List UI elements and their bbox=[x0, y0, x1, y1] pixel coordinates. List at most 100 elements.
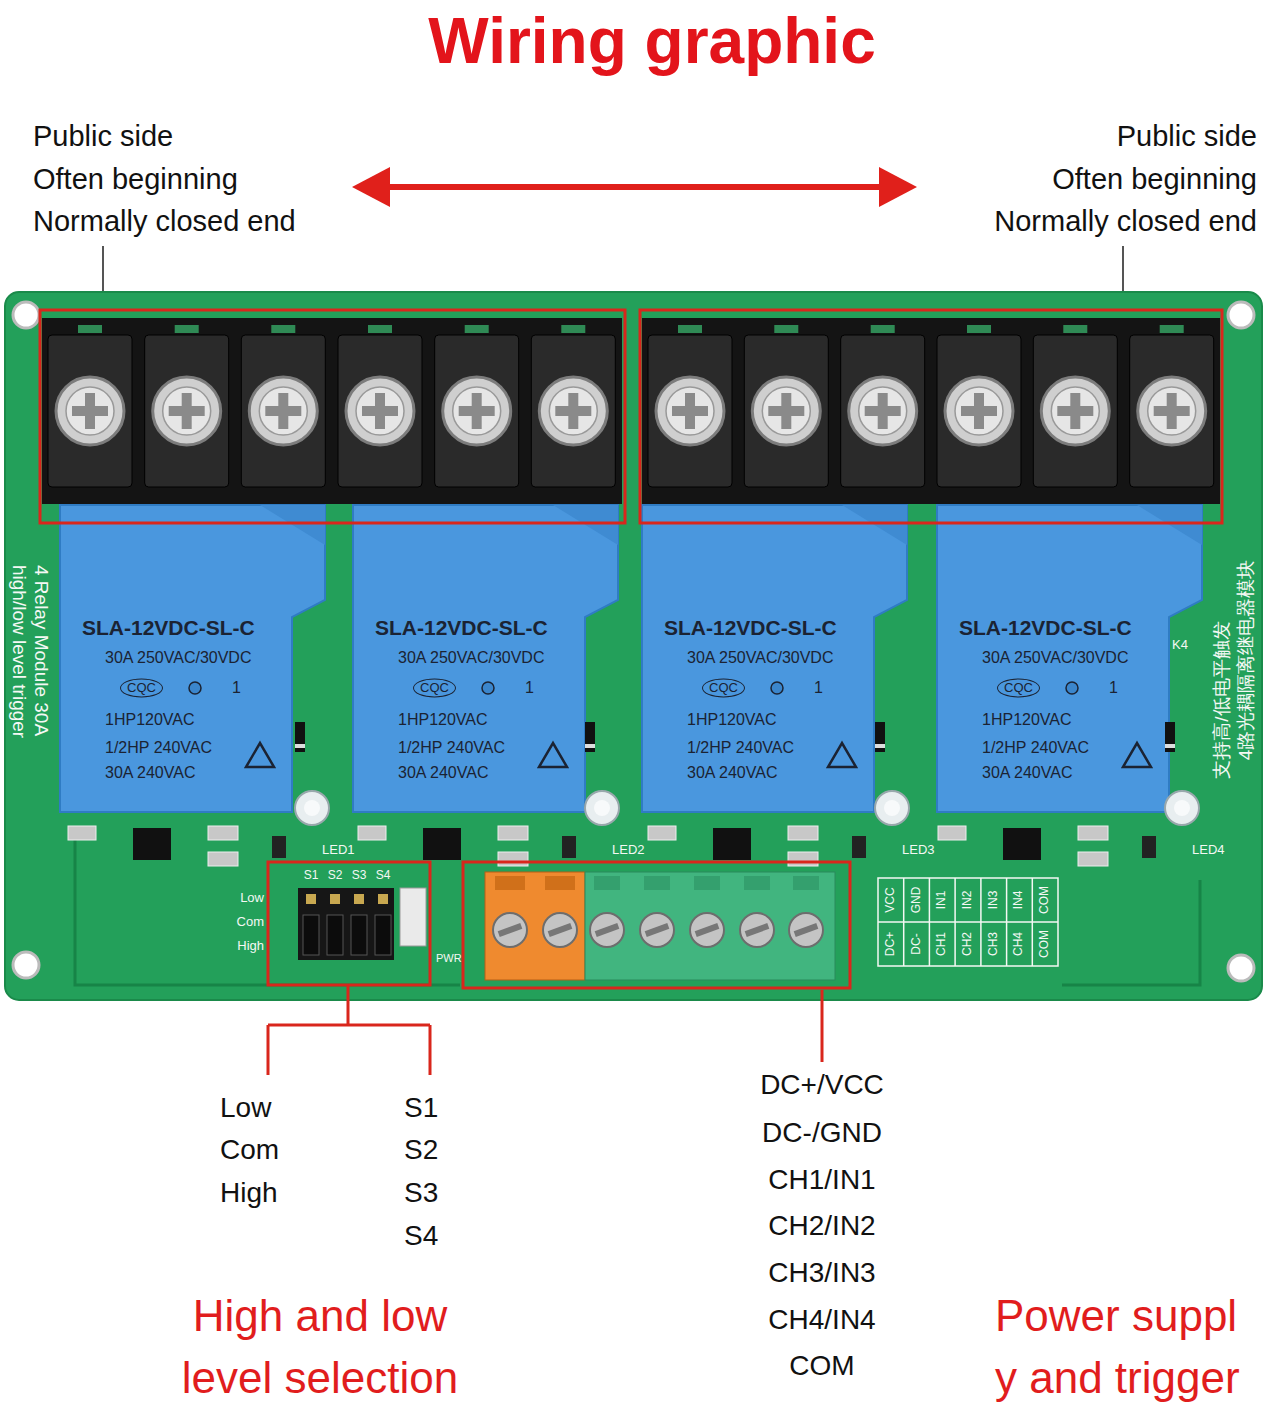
channel-parts bbox=[68, 722, 329, 866]
pin-table-cell: IN3 bbox=[987, 891, 1001, 910]
jumper-name: S3 bbox=[404, 1177, 438, 1209]
pin-table-cell: IN1 bbox=[935, 891, 949, 910]
relay-model: SLA-12VDC-SL-C bbox=[82, 616, 255, 640]
channel-parts bbox=[648, 722, 909, 866]
pin-table-cell: CH4 bbox=[1013, 932, 1027, 956]
relay: SLA-12VDC-SL-C30A 250VAC/30VDCCQC11HP120… bbox=[353, 505, 618, 812]
terminal-cell bbox=[1130, 325, 1214, 487]
pin-name: DC+/VCC bbox=[760, 1069, 884, 1101]
jumper-name: S1 bbox=[404, 1092, 438, 1124]
jumper-header bbox=[298, 888, 394, 960]
mark-number: 1 bbox=[525, 679, 534, 697]
arrow-head bbox=[352, 167, 390, 207]
terminal-block bbox=[642, 318, 1220, 504]
terminal-cell bbox=[648, 325, 732, 487]
jumper-cap bbox=[303, 915, 319, 955]
jumper-label: S2 bbox=[328, 869, 343, 883]
relay-id: K4 bbox=[1172, 638, 1188, 653]
jumper-cap bbox=[327, 915, 343, 955]
level-label: Com bbox=[237, 915, 264, 930]
trigger-note: 支持高/低电平触发 bbox=[1211, 621, 1233, 778]
terminal-cell bbox=[1033, 325, 1117, 487]
callout-text: Public side bbox=[33, 120, 173, 153]
terminal-tab bbox=[594, 876, 620, 890]
callout-text: Normally closed end bbox=[994, 205, 1257, 238]
relay-body bbox=[642, 505, 907, 812]
header-pin bbox=[330, 894, 340, 904]
pin-table-cell: IN2 bbox=[961, 891, 975, 910]
relay-body bbox=[60, 505, 325, 812]
callout-text: Normally closed end bbox=[33, 205, 296, 238]
relay-rating: 30A 250VAC/30VDC bbox=[105, 649, 251, 667]
callout-box bbox=[640, 310, 1222, 523]
pin-table-cell: DC+ bbox=[884, 932, 898, 956]
relay-rating: 1HP120VAC bbox=[687, 711, 777, 729]
jumper-label: S4 bbox=[376, 869, 391, 883]
terminal-block bbox=[42, 318, 622, 504]
pin-table-grid bbox=[878, 878, 1058, 966]
mark-number: 1 bbox=[232, 679, 241, 697]
small-screw bbox=[789, 913, 823, 947]
relay-rating: 1HP120VAC bbox=[982, 711, 1072, 729]
pin-table-cell: CH2 bbox=[961, 932, 975, 956]
small-screw bbox=[640, 913, 674, 947]
led-label: LED3 bbox=[902, 843, 935, 858]
cert-mark: CQC bbox=[120, 679, 163, 698]
jumper-cap bbox=[375, 915, 391, 955]
terminal-cell bbox=[841, 325, 925, 487]
relay-rating: 1HP120VAC bbox=[398, 711, 488, 729]
arrow-head bbox=[879, 167, 917, 207]
pcb-trace bbox=[1062, 880, 1200, 985]
power-led-label: PWR bbox=[436, 952, 462, 965]
mounting-hole bbox=[13, 952, 39, 978]
pin-name: CH4/IN4 bbox=[768, 1304, 875, 1336]
relay-rating: 30A 240VAC bbox=[687, 764, 777, 782]
power-led bbox=[400, 888, 426, 946]
relay: SLA-12VDC-SL-C30A 250VAC/30VDCCQC11HP120… bbox=[937, 505, 1202, 812]
pcb-trace bbox=[75, 830, 460, 985]
relay-model: SLA-12VDC-SL-C bbox=[664, 616, 837, 640]
pin-table-cell: COM bbox=[1038, 930, 1052, 958]
terminal-tab bbox=[644, 876, 670, 890]
double-arrow bbox=[385, 184, 884, 190]
terminal-tab bbox=[694, 876, 720, 890]
terminal-tab bbox=[545, 876, 575, 890]
terminal-cell bbox=[937, 325, 1021, 487]
pin-name: CH3/IN3 bbox=[768, 1257, 875, 1289]
relay-model: SLA-12VDC-SL-C bbox=[959, 616, 1132, 640]
relay-rating: 30A 250VAC/30VDC bbox=[398, 649, 544, 667]
jumper-cap bbox=[351, 915, 367, 955]
small-screw bbox=[690, 913, 724, 947]
relay-rating: 1/2HP 240VAC bbox=[105, 739, 212, 757]
level-label: Low bbox=[240, 891, 264, 906]
relay-body bbox=[353, 505, 618, 812]
terminal-tab bbox=[495, 876, 525, 890]
relay-rating: 30A 240VAC bbox=[982, 764, 1072, 782]
jumper-label: S3 bbox=[352, 869, 367, 883]
relay-rating: 1/2HP 240VAC bbox=[687, 739, 794, 757]
level-name: Low bbox=[220, 1092, 271, 1124]
header-pin bbox=[354, 894, 364, 904]
led-label: LED4 bbox=[1192, 843, 1225, 858]
mark-number: 1 bbox=[1109, 679, 1118, 697]
callout-box bbox=[463, 862, 850, 988]
mounting-hole bbox=[13, 302, 39, 328]
pin-name: COM bbox=[789, 1350, 854, 1382]
led-label: LED1 bbox=[322, 843, 355, 858]
small-screw bbox=[493, 913, 527, 947]
leader-bracket bbox=[268, 986, 430, 1075]
section-caption: High and low level selection bbox=[150, 1285, 490, 1409]
relay-rating: 1/2HP 240VAC bbox=[398, 739, 505, 757]
terminal-cell bbox=[531, 325, 615, 487]
section-caption: Power suppl y and trigger bbox=[995, 1285, 1255, 1409]
callout-box bbox=[268, 862, 430, 985]
pin-table bbox=[878, 878, 1058, 966]
mounting-hole bbox=[1228, 955, 1254, 981]
cert-mark: CQC bbox=[997, 679, 1040, 698]
small-screw bbox=[740, 913, 774, 947]
relay: SLA-12VDC-SL-C30A 250VAC/30VDCCQC11HP120… bbox=[642, 505, 907, 812]
relay-rating: 1HP120VAC bbox=[105, 711, 195, 729]
channel-parts bbox=[938, 722, 1199, 866]
terminal-cell bbox=[145, 325, 229, 487]
